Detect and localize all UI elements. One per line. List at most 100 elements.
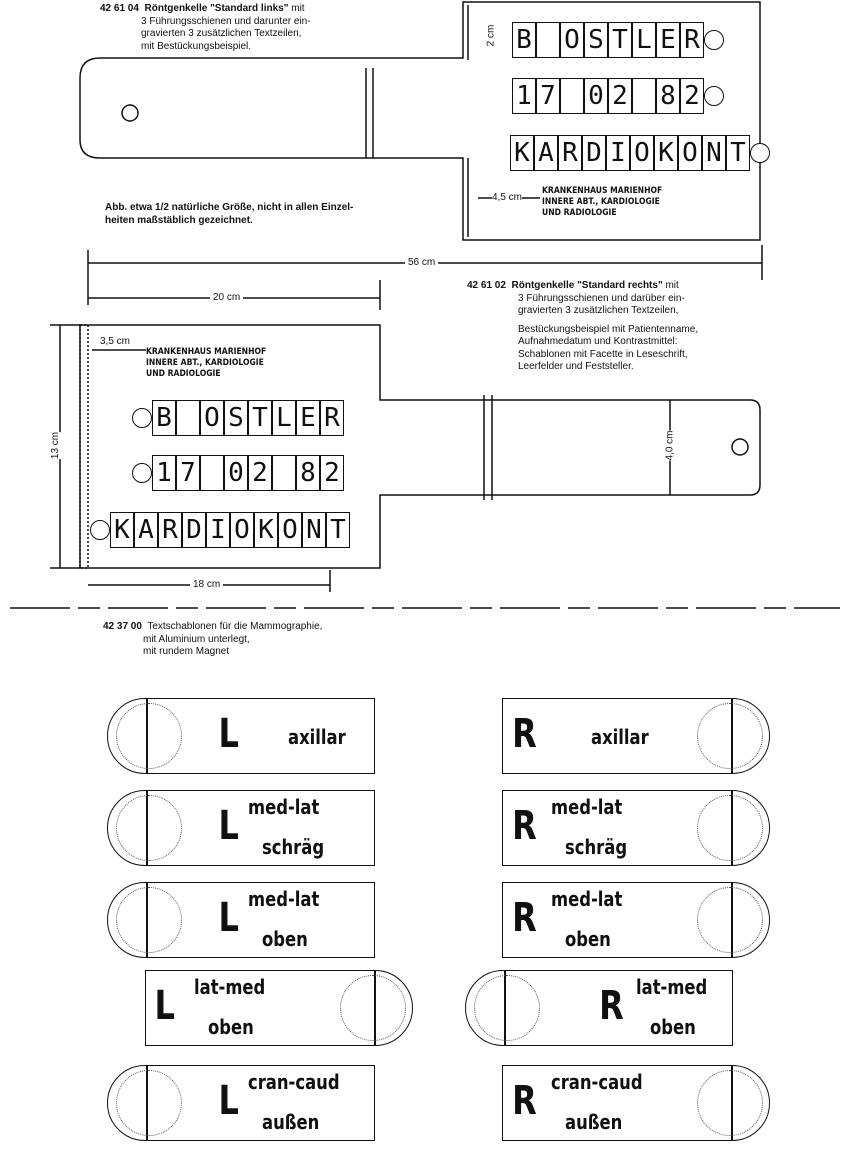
- plate-text-line-1: med-lat: [551, 795, 623, 819]
- plate-text-line-1: cran-caud: [248, 1070, 340, 1094]
- side-letter: R: [599, 983, 624, 1029]
- letter-tile: [176, 400, 200, 436]
- side-letter: L: [218, 1078, 239, 1124]
- plate-text-line-2: oben: [650, 1015, 696, 1039]
- dim-4-5cm: 4,5 cm: [492, 192, 523, 203]
- letter-tile: O: [560, 22, 584, 58]
- letter-tile: 0: [224, 455, 248, 491]
- letter-tile: K: [510, 135, 534, 171]
- letter-tile: E: [296, 400, 320, 436]
- note-line: heiten maßstäblich gezeichnet.: [105, 214, 253, 226]
- magnet-outline: [697, 1070, 763, 1136]
- plate-text-line-1: axillar: [591, 725, 649, 749]
- letter-tile: I: [206, 512, 230, 548]
- letter-tile: O: [230, 512, 254, 548]
- magnet-outline: [340, 975, 406, 1041]
- letter-tile: N: [702, 135, 726, 171]
- product-3-caption: 42 37 00 Textschablonen für die Mammogra…: [103, 621, 322, 659]
- plate-text-line-2: schräg: [565, 835, 628, 859]
- note-line: Abb. etwa 1/2 natürliche Größe, nicht in…: [105, 202, 354, 213]
- letter-tile: 2: [680, 78, 704, 114]
- product-2-caption: 42 61 02 Röntgenkelle "Standard rechts" …: [467, 280, 698, 374]
- plate-text-line-2: oben: [208, 1015, 254, 1039]
- engraving-line: UND RADIOLOGIE: [146, 369, 221, 379]
- plate-text-line-1: med-lat: [248, 795, 320, 819]
- letter-tile: R: [558, 135, 582, 171]
- caption-line: gravierten 3 zusätzlichen Textzeilen,: [141, 28, 302, 39]
- letter-tile: D: [582, 135, 606, 171]
- letter-tile: N: [302, 512, 326, 548]
- letter-tile: T: [608, 22, 632, 58]
- letter-tile: 1: [512, 78, 536, 114]
- letter-tile: [272, 455, 296, 491]
- letter-tile: L: [632, 22, 656, 58]
- letter-tile: K: [110, 512, 134, 548]
- product-code: 42 37 00: [103, 621, 142, 632]
- letter-tile: [536, 22, 560, 58]
- side-letter: R: [512, 895, 537, 941]
- dim-13cm: 13 cm: [50, 431, 62, 460]
- letter-tile: B: [512, 22, 536, 58]
- plate-text-line-2: oben: [565, 927, 611, 951]
- caption-line: Aufnahmedatum und Kontrastmittel:: [518, 336, 678, 347]
- caption-line: Textschablonen für die Mammographie,: [147, 621, 323, 632]
- caption-line: mit Aluminium unterlegt,: [143, 633, 250, 645]
- letter-tile: K: [254, 512, 278, 548]
- letter-tile: K: [654, 135, 678, 171]
- letter-tile: [560, 78, 584, 114]
- caption-line: mit rundem Magnet: [143, 646, 230, 657]
- plate-text-line-2: außen: [262, 1110, 320, 1134]
- letter-tile: O: [630, 135, 654, 171]
- engraving-line: KRANKENHAUS MARIENHOF: [542, 186, 663, 196]
- title-suffix: mit: [662, 280, 679, 291]
- letter-tile: T: [248, 400, 272, 436]
- magnet-outline: [474, 975, 540, 1041]
- engraving-line: UND RADIOLOGIE: [542, 208, 617, 218]
- dim-56cm: 56 cm: [405, 257, 439, 268]
- lock-circle: [704, 86, 724, 106]
- title-suffix: mit: [288, 3, 305, 14]
- lock-circle: [90, 520, 110, 540]
- product-code: 42 61 04: [100, 3, 139, 14]
- side-letter: R: [512, 711, 537, 757]
- plate-text-line-2: schräg: [262, 835, 325, 859]
- letter-tile: A: [134, 512, 158, 548]
- dim-4-0cm: 4,0 cm: [664, 430, 676, 461]
- lock-circle: [704, 30, 724, 50]
- dim-3-5cm: 3,5 cm: [100, 336, 131, 347]
- letter-tile: 2: [248, 455, 272, 491]
- lock-circle: [132, 463, 152, 483]
- letter-tile: D: [182, 512, 206, 548]
- letter-tile: O: [200, 400, 224, 436]
- letter-tile: L: [272, 400, 296, 436]
- plate-text-line-1: med-lat: [248, 887, 320, 911]
- side-letter: L: [218, 895, 239, 941]
- letter-tile: O: [278, 512, 302, 548]
- magnet-outline: [116, 887, 182, 953]
- letter-tile: I: [606, 135, 630, 171]
- letter-tile: O: [678, 135, 702, 171]
- side-letter: R: [512, 803, 537, 849]
- letter-tile: R: [158, 512, 182, 548]
- letter-tile: 7: [536, 78, 560, 114]
- letter-tile: S: [224, 400, 248, 436]
- plate-text-line-1: med-lat: [551, 887, 623, 911]
- caption-line: 3 Führungsschienen und darunter ein-: [141, 15, 311, 27]
- engraving-line: INNERE ABT., KARDIOLOGIE: [542, 197, 660, 207]
- letter-tile: [632, 78, 656, 114]
- letter-tile: S: [584, 22, 608, 58]
- magnet-outline: [697, 703, 763, 769]
- plate-text-line-2: außen: [565, 1110, 623, 1134]
